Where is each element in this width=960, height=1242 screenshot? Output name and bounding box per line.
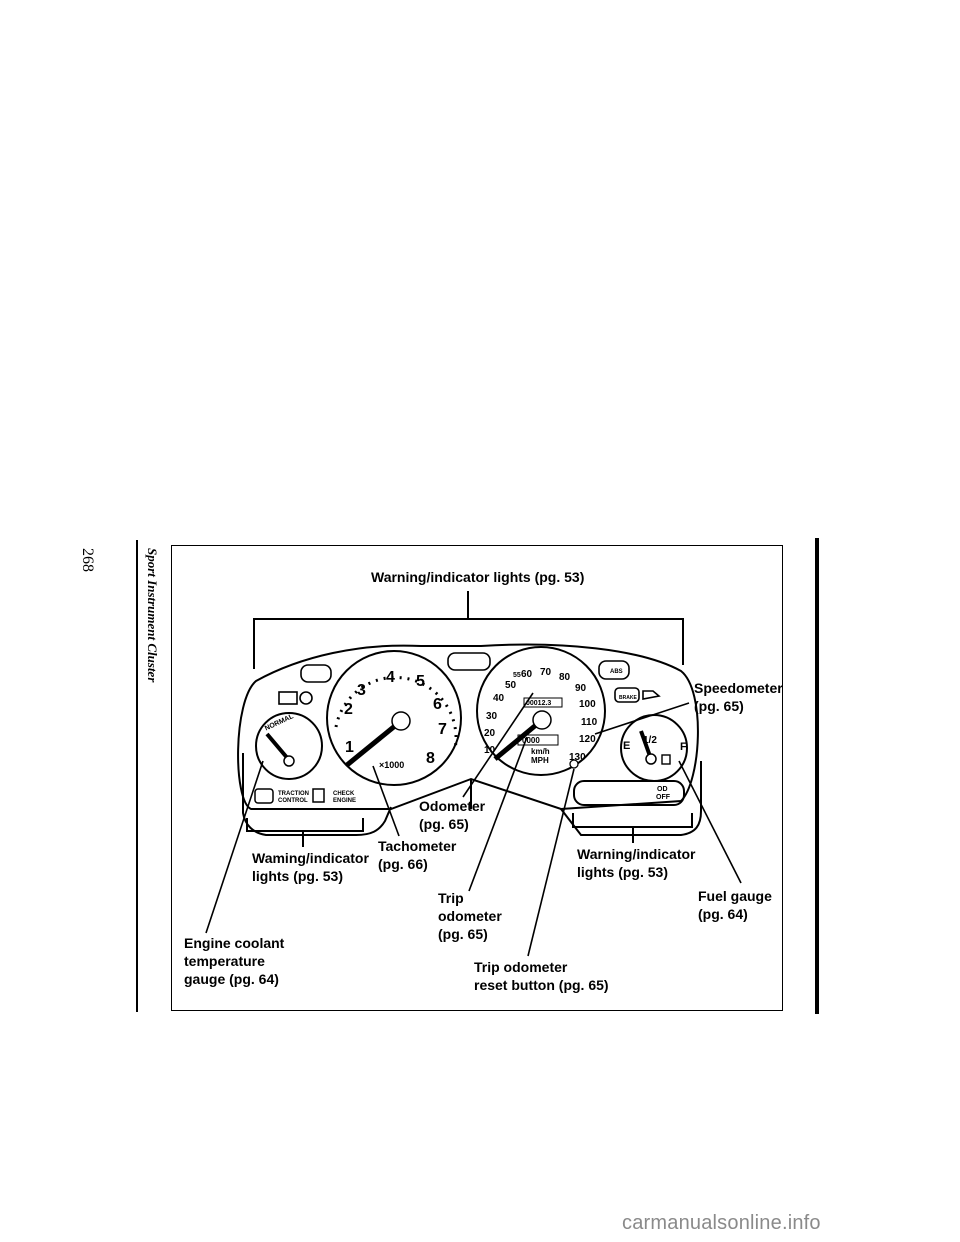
label-trip-3: (pg. 65) bbox=[438, 926, 488, 942]
brake-label: BRAKE bbox=[619, 695, 637, 701]
turn-signal-icon bbox=[447, 652, 491, 671]
callout-lines bbox=[205, 692, 742, 957]
label-warning-top: Warning/indicator lights (pg. 53) bbox=[371, 569, 584, 585]
speed-num-120: 120 bbox=[579, 734, 596, 745]
battery-icon bbox=[278, 691, 298, 705]
label-trip-1: Trip bbox=[438, 890, 464, 906]
speed-num-130: 130 bbox=[569, 752, 586, 763]
label-tachometer-1: Tachometer bbox=[378, 838, 457, 854]
label-warning-right-1: Warning/indicator bbox=[577, 846, 696, 862]
label-warning-left-1: Waming/indicator bbox=[252, 850, 369, 866]
trip-reset-button[interactable] bbox=[569, 759, 579, 769]
label-coolant-3: gauge (pg. 64) bbox=[184, 971, 279, 987]
speed-num-50: 50 bbox=[505, 680, 517, 691]
headlamp-icon bbox=[300, 664, 332, 683]
traction-label-2: CONTROL bbox=[278, 798, 308, 804]
fuel-gauge: E 1/2 F bbox=[620, 714, 688, 782]
speed-num-30: 30 bbox=[486, 711, 498, 722]
speed-num-55: 55 bbox=[513, 672, 521, 679]
tach-num-4: 4 bbox=[386, 669, 395, 686]
speed-num-110: 110 bbox=[581, 717, 598, 728]
label-fuel-1: Fuel gauge bbox=[698, 888, 772, 904]
odometer-value: 00012.3 bbox=[526, 700, 551, 707]
cluster-housing bbox=[237, 643, 702, 836]
label-warning-left-2: lights (pg. 53) bbox=[252, 868, 343, 884]
tach-unit: ×1000 bbox=[379, 760, 404, 770]
label-coolant-1: Engine coolant bbox=[184, 935, 285, 951]
od-off-label-2: OFF bbox=[656, 794, 671, 801]
speed-num-60: 60 bbox=[521, 669, 533, 680]
watermark: carmanualsonline.info bbox=[622, 1212, 821, 1234]
speed-unit-kmh: km/h bbox=[531, 747, 550, 756]
bracket-right bbox=[572, 813, 693, 828]
speed-num-20: 20 bbox=[484, 728, 496, 739]
tach-num-1: 1 bbox=[345, 739, 354, 756]
speed-num-100: 100 bbox=[579, 699, 596, 710]
label-reset-1: Trip odometer bbox=[474, 959, 568, 975]
label-tachometer-2: (pg. 66) bbox=[378, 856, 428, 872]
coolant-normal-label: NORMAL bbox=[264, 713, 295, 733]
brake-icon bbox=[614, 687, 640, 703]
label-coolant-2: temperature bbox=[184, 953, 265, 969]
bracket-left bbox=[246, 818, 364, 832]
label-trip-2: odometer bbox=[438, 908, 502, 924]
section-title: Sport Instrument Cluster bbox=[145, 548, 160, 683]
tachometer-gauge: 1 2 3 4 5 6 7 8 ×1000 bbox=[326, 650, 462, 786]
label-odometer-2: (pg. 65) bbox=[419, 816, 469, 832]
seatbelt-icon bbox=[299, 691, 313, 705]
coolant-gauge: NORMAL bbox=[255, 712, 323, 780]
oil-pressure-icon bbox=[642, 690, 661, 700]
speed-needle bbox=[493, 718, 544, 761]
tach-num-2: 2 bbox=[344, 701, 353, 718]
fuel-empty-mark: E bbox=[623, 740, 630, 752]
tach-needle bbox=[345, 719, 403, 767]
left-margin-rule bbox=[136, 540, 138, 1012]
figure-frame: Warning/indicator lights (pg. 53) 1 2 3 … bbox=[171, 545, 783, 1011]
label-speedometer-1: Speedometer bbox=[694, 680, 783, 696]
check-engine-label-1: CHECK bbox=[333, 791, 355, 797]
fuel-half-mark: 1/2 bbox=[643, 735, 657, 746]
speedometer-gauge: 10 20 30 40 50 55 60 70 80 90 100 110 12… bbox=[476, 646, 606, 776]
trip-value: 0000 bbox=[522, 736, 540, 745]
tach-num-7: 7 bbox=[438, 721, 447, 738]
speed-num-80: 80 bbox=[559, 672, 571, 683]
tach-num-5: 5 bbox=[416, 673, 425, 690]
fuel-full-mark: F bbox=[680, 741, 687, 753]
label-odometer-1: Odometer bbox=[419, 798, 486, 814]
check-engine-label-2: ENGINE bbox=[333, 798, 356, 804]
coolant-needle bbox=[265, 732, 291, 762]
speed-num-70: 70 bbox=[540, 667, 552, 678]
label-reset-2: reset button (pg. 65) bbox=[474, 977, 609, 993]
abs-icon bbox=[598, 660, 630, 680]
right-margin-rule bbox=[815, 538, 819, 1014]
instrument-cluster-diagram: Warning/indicator lights (pg. 53) 1 2 3 … bbox=[184, 569, 783, 993]
check-engine-icon bbox=[312, 788, 325, 803]
fuel-pump-icon bbox=[661, 754, 671, 765]
odometer-display bbox=[523, 697, 563, 708]
speed-unit-mph: MPH bbox=[531, 756, 549, 765]
od-off-label-1: OD bbox=[657, 786, 668, 793]
label-warning-right-2: lights (pg. 53) bbox=[577, 864, 668, 880]
speed-num-10: 10 bbox=[484, 745, 496, 756]
tach-num-3: 3 bbox=[357, 682, 366, 699]
speed-num-40: 40 bbox=[493, 693, 505, 704]
tach-num-6: 6 bbox=[433, 696, 442, 713]
traction-label-1: TRACTION bbox=[278, 791, 309, 797]
page-number: 268 bbox=[79, 548, 96, 572]
bracket-top bbox=[253, 591, 684, 669]
indicator-icons bbox=[278, 652, 661, 705]
tach-num-8: 8 bbox=[426, 750, 435, 767]
label-fuel-2: (pg. 64) bbox=[698, 906, 748, 922]
speed-num-90: 90 bbox=[575, 683, 587, 694]
label-speedometer-2: (pg. 65) bbox=[694, 698, 744, 714]
abs-label: ABS bbox=[610, 669, 623, 675]
traction-icon bbox=[254, 788, 274, 804]
